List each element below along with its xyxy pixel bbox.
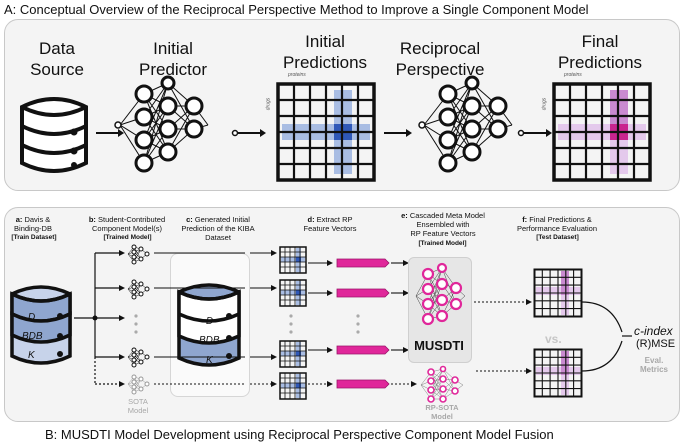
arrow-icon [96,129,124,137]
reciprocal-perspective-label: Reciprocal Perspective [395,39,485,79]
vs-label: vs. [545,332,562,346]
final-prediction-grid [533,268,583,318]
step-a-sub: [Train Dataset] [11,234,57,241]
panel-a-title: A: Conceptual Overview of the Reciprocal… [4,2,589,17]
step-e-label: e: Cascaded Meta Model Ensembled with RP… [401,211,485,238]
initial-predictor-label: Initial Predictor [138,39,208,79]
sota-model-label: SOTA Model [127,397,149,415]
database-icon [177,283,241,367]
step-b-label: b: Student-Contributed Component Model(s… [88,215,166,233]
arrow-icon [231,129,266,137]
component-model-icon [127,279,150,300]
neural-network-icon [114,75,209,173]
kiba-db-label-bdb: BDB [199,335,220,346]
rp-sota-model-icon [420,365,464,403]
initial-prediction-grid [279,372,307,400]
final-predictions-label: Final Predictions [557,32,643,72]
step-c-label: c: Generated Initial Prediction of the K… [181,215,255,242]
proteins-axis-label: proteins [564,72,582,78]
rp-feature-vector [336,379,390,389]
proteins-axis-label: proteins [288,72,306,78]
database-icon [20,97,88,173]
kiba-db-label-k: K [206,355,213,366]
musdti-label: MUSDTI [414,338,464,353]
rp-feature-vector [336,258,390,268]
db-label-kiba: K [28,350,35,361]
data-source-label: Data Source [30,39,84,79]
rp-feature-vector [336,345,390,355]
rp-sota-model-label: RP-SOTA Model [425,403,459,421]
component-model-icon [127,244,150,265]
eval-metrics-label: Eval. Metrics [639,356,668,374]
meta-model-network-icon [415,262,466,326]
c-index-label: c-index [634,324,673,338]
step-b-sub: [Trained Model] [103,234,152,241]
step-d-label: d: Extract RP Feature Vectors [303,215,357,233]
step-a-label: a: Davis & Binding-DB [14,215,52,233]
step-f-label: f: Final Predictions & Performance Evalu… [516,215,598,233]
final-prediction-grid [533,348,583,398]
final-predictions-matrix [552,82,652,182]
neural-network-icon [418,75,513,173]
arrow-icon [517,129,552,137]
rmse-label: (R)MSE [636,338,676,350]
initial-prediction-grid [279,279,307,307]
rp-feature-vector [336,288,390,298]
db-label-davis: D [28,312,36,323]
db-label-bindingdb: BDB [22,331,43,342]
kiba-db-label-d: D [206,316,214,327]
sota-model-icon [127,374,150,395]
database-icon [10,285,72,365]
initial-predictions-label: Initial Predictions [282,32,368,72]
arrow-icon [384,129,412,137]
step-e-sub: [Trained Model] [418,240,467,247]
initial-prediction-grid [279,246,307,274]
initial-predictions-matrix [276,82,376,182]
step-f-sub: [Test Dataset] [536,234,579,241]
panel-b-title: B: MUSDTI Model Development using Recipr… [45,427,554,442]
component-model-icon [127,347,150,368]
initial-prediction-grid [279,340,307,368]
